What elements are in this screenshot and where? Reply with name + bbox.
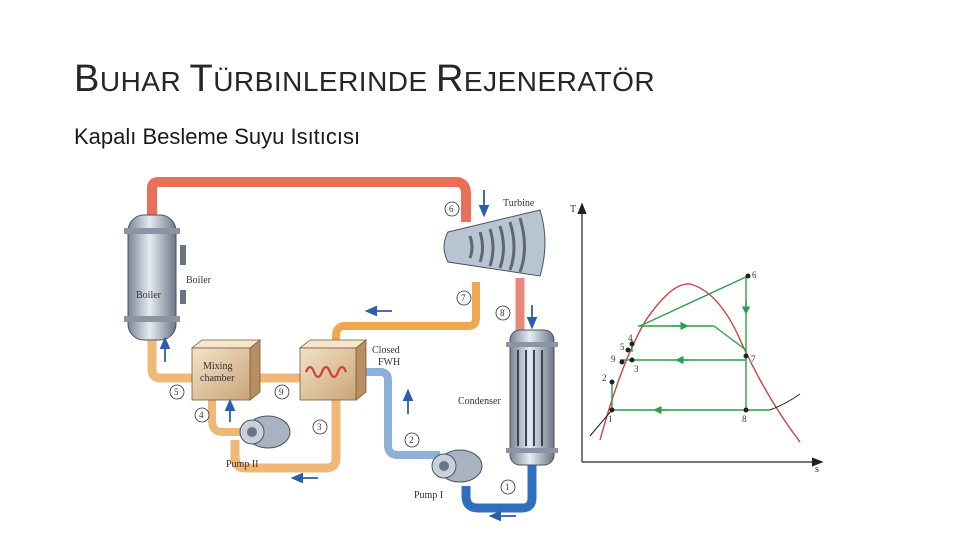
boiler-side-label: Boiler (186, 275, 212, 286)
ts-point-4: 4 (628, 333, 633, 343)
state-2: 2 (409, 435, 414, 445)
state-6: 6 (449, 204, 454, 214)
saturation-dome (599, 283, 801, 443)
closed-fwh-label-1: Closed (372, 345, 400, 356)
ts-axis-y-label: T (570, 204, 576, 215)
state-5: 5 (174, 387, 179, 397)
slide-subtitle: Kapalı Besleme Suyu Isıtıcısı (74, 124, 361, 149)
mixing-chamber (190, 339, 262, 401)
pump-1-label: Pump I (414, 490, 443, 501)
mixing-chamber-label-1: Mixing (203, 361, 232, 372)
pump-2-label: Pump II (226, 459, 259, 470)
boiler (124, 214, 186, 341)
ts-process-lines (611, 275, 770, 415)
ts-point-7: 7 (751, 354, 756, 364)
condenser (506, 329, 558, 466)
ts-axis-x-label: s (815, 464, 819, 475)
title-part-5: EJENERATÖR (463, 66, 656, 97)
pump-1 (431, 449, 483, 483)
isobar-superheat (769, 393, 801, 411)
mixing-chamber-label-2: chamber (200, 373, 235, 384)
isobar-low (589, 409, 613, 437)
pump-2 (239, 415, 291, 449)
extraction-pipe-7 (332, 282, 480, 344)
turbine-label: Turbine (503, 198, 535, 209)
state-9: 9 (279, 387, 284, 397)
feedwater-pipe-warm (147, 340, 341, 473)
title-part-4: R (435, 58, 464, 100)
flow-arrows (159, 190, 538, 522)
ts-point-5: 5 (620, 342, 625, 352)
state-4: 4 (199, 410, 204, 420)
cold-water-pipe (366, 368, 440, 459)
boiler-body-label: Boiler (136, 290, 162, 301)
ts-point-9: 9 (611, 354, 616, 364)
ts-point-2: 2 (602, 373, 607, 383)
title-part-0: B (74, 58, 100, 100)
steam-pipe-main (147, 177, 471, 222)
ts-point-3: 3 (634, 364, 639, 374)
state-1: 1 (505, 482, 510, 492)
condenser-label: Condenser (458, 396, 501, 407)
ts-state-dots (609, 273, 751, 413)
state-8: 8 (500, 308, 505, 318)
state-markers (169, 201, 516, 495)
slide-title: BUHAR TÜRBINLERINDE REJENERATÖR (74, 58, 655, 101)
closed-fwh (298, 339, 368, 401)
title-part-3: ÜRBINLERINDE (213, 66, 436, 97)
title-part-1: UHAR (99, 66, 190, 97)
turbine (443, 209, 546, 277)
ts-axes (577, 202, 824, 467)
state-7: 7 (461, 293, 466, 303)
title-part-2: T (189, 58, 214, 100)
closed-fwh-label-2: FWH (378, 357, 400, 368)
state-3: 3 (317, 422, 322, 432)
ts-point-1: 1 (608, 414, 613, 424)
condensate-pipe (461, 465, 537, 513)
ts-point-6: 6 (752, 270, 757, 280)
ts-point-8: 8 (742, 414, 747, 424)
